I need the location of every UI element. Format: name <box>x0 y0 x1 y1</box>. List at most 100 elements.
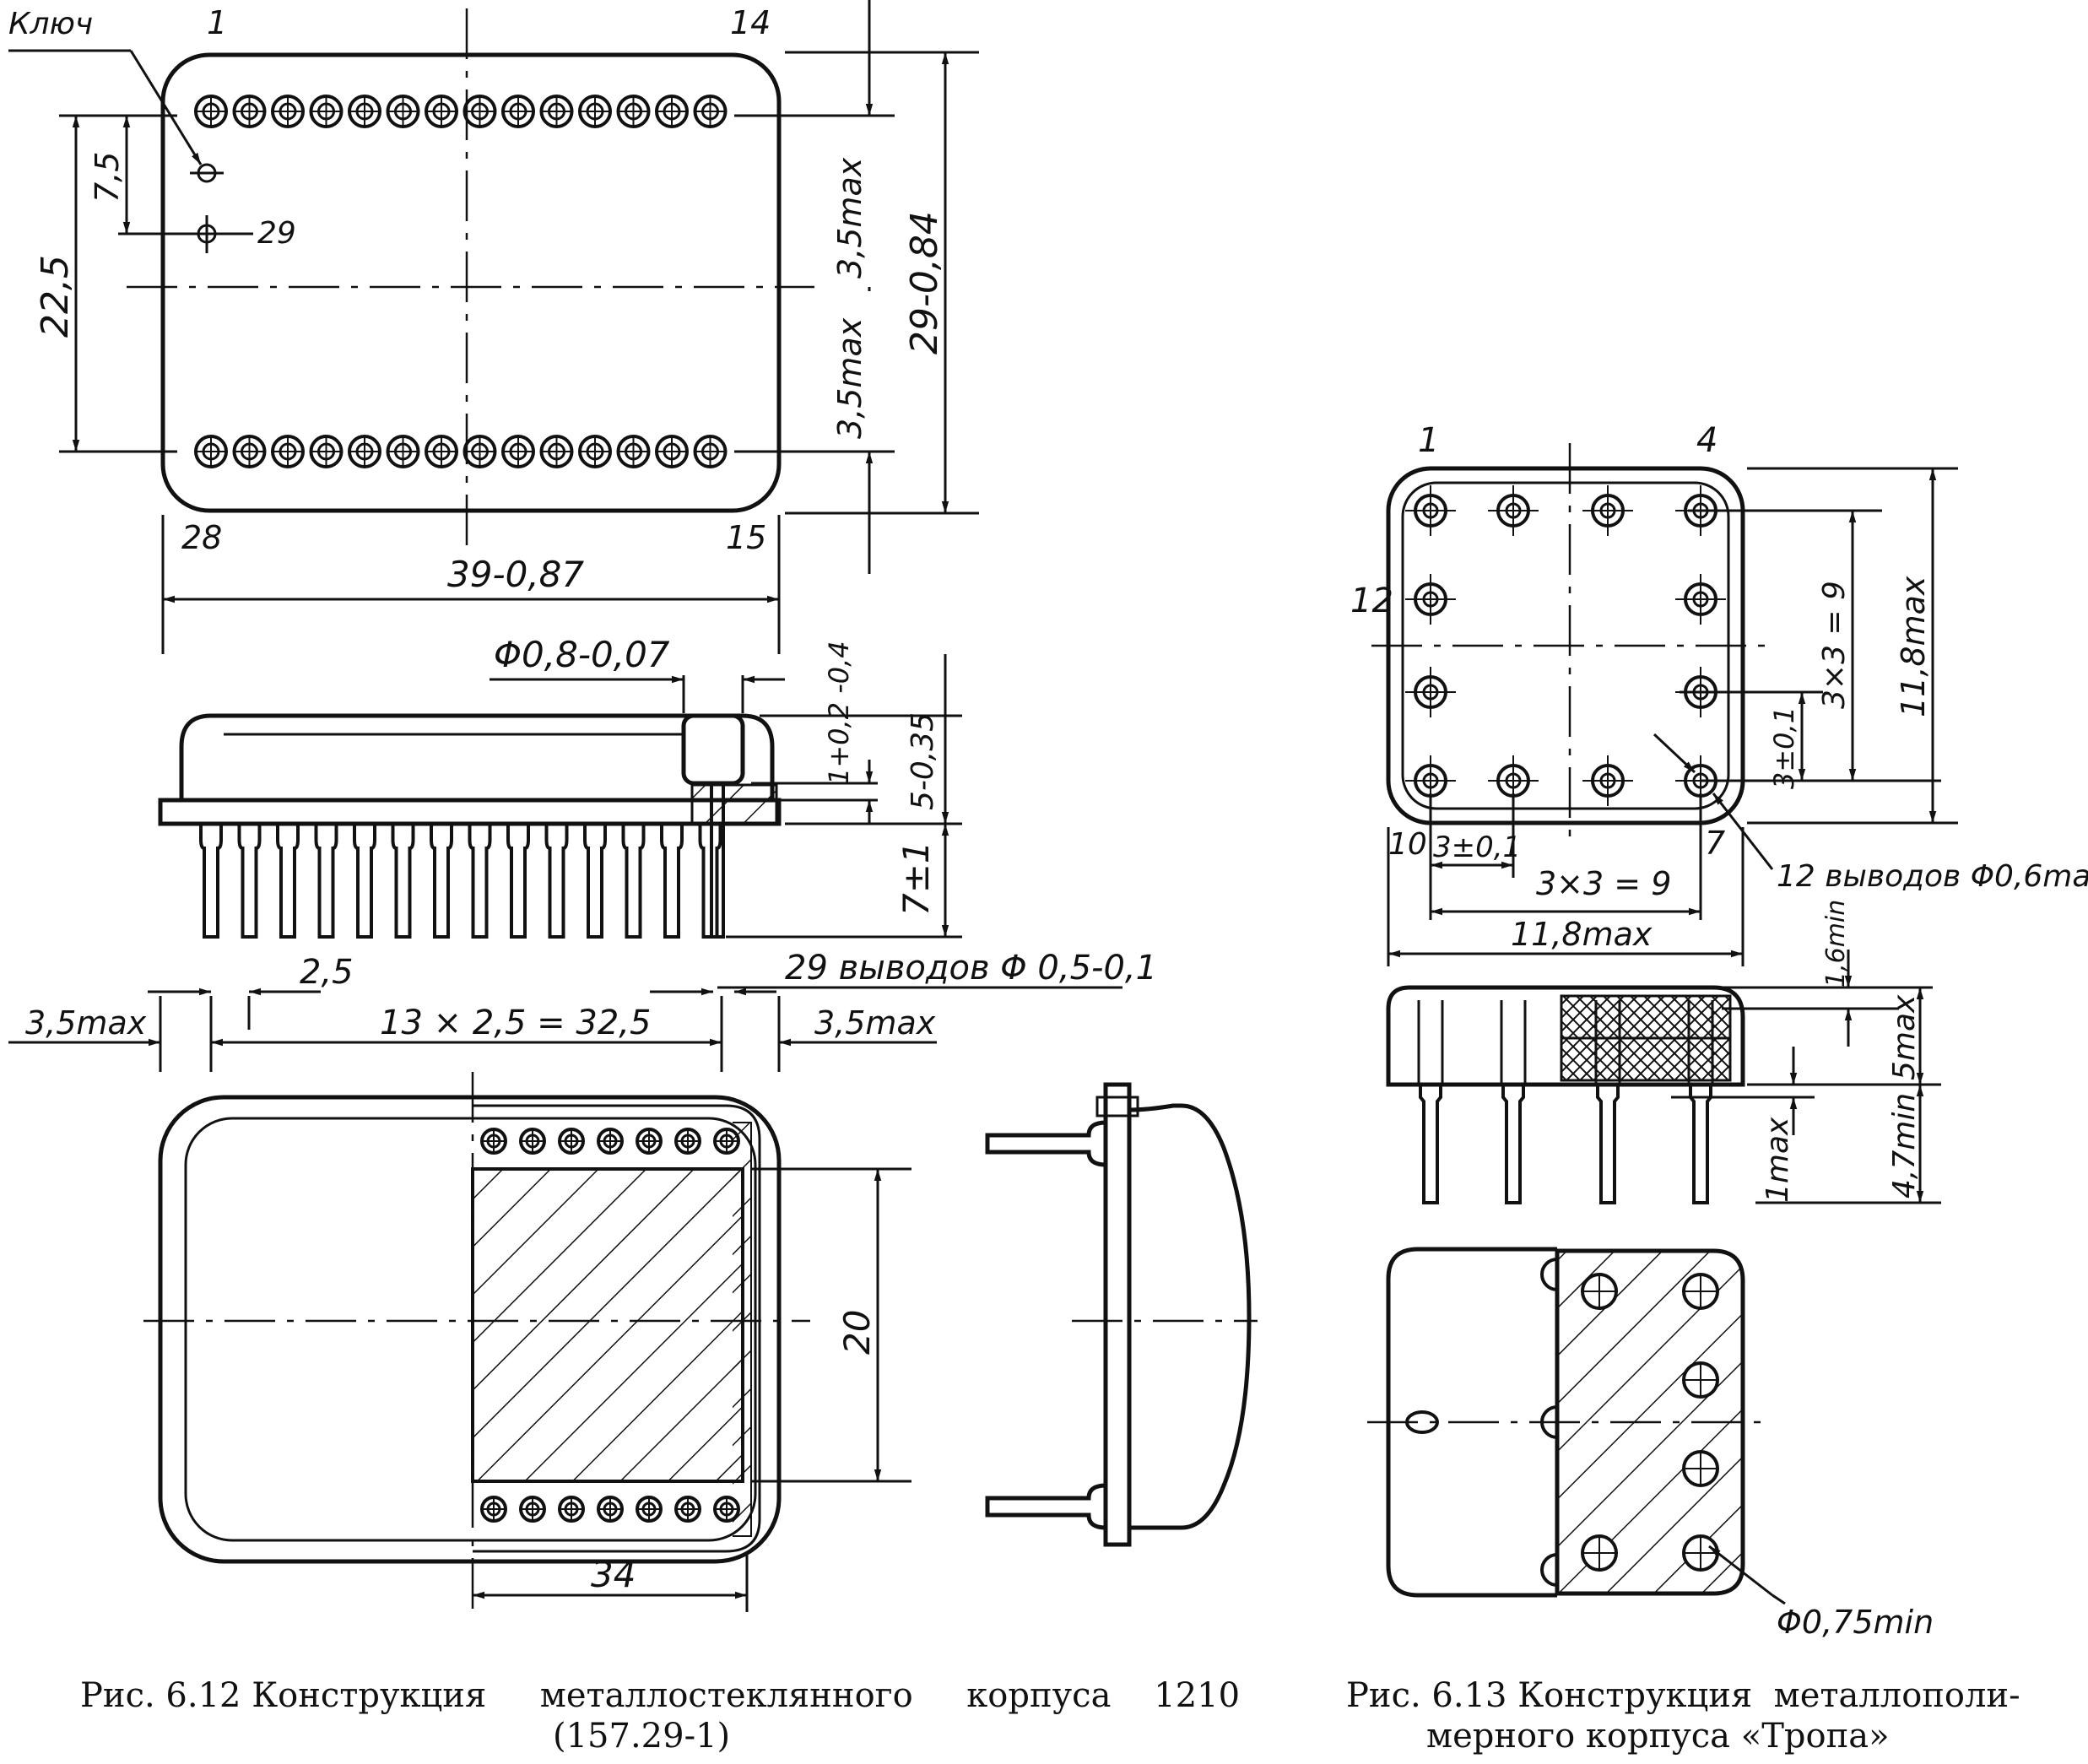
fig12-pin-top <box>386 95 420 128</box>
fig12-section-pin <box>636 1128 663 1155</box>
fig13-section-pin <box>1682 1361 1719 1399</box>
fig13-dim-11-8max-horizontal: 11,8max <box>1511 916 1653 953</box>
fig13-dim-3-vertical: 3±0,1 <box>1768 706 1800 789</box>
fig13-section-pins <box>1405 1258 1719 1587</box>
fig12-section-pin <box>480 1496 507 1523</box>
fig12-dim-7-5: 7,5 <box>89 152 126 203</box>
fig12-top-view: Ключ 1 14 28 15 29 7,5 22,5 3,5max 3,5ma… <box>8 0 979 654</box>
fig12-side-pin <box>660 824 684 939</box>
fig12-pin-top <box>655 95 689 128</box>
fig12-pin-top <box>578 95 612 128</box>
fig12-pin-top <box>501 95 535 128</box>
fig13-pins12-label: 12 выводов Φ0,6max <box>1777 859 2088 894</box>
fig12-pin-bottom <box>655 435 689 468</box>
fig13-section-pin <box>1581 1534 1618 1572</box>
fig12-section-pin <box>713 1496 740 1523</box>
fig13-dim-11-8max-vertical: 11,8max <box>1895 576 1932 717</box>
fig12-dim-3-5max-bottom: 3,5max <box>831 317 868 439</box>
fig12-section-view: 20 34 <box>143 1072 911 1612</box>
fig12-dim-phi08: Φ0,8-0,07 <box>494 634 670 675</box>
fig12-pin15-label: 15 <box>726 519 766 556</box>
fig12-side-pin <box>468 824 492 939</box>
fig13-dim-1-6min: 1,6min <box>1821 900 1851 988</box>
fig12-dim-20: 20 <box>836 1310 878 1355</box>
fig12-section-pin <box>519 1496 546 1523</box>
fig12-dim-3-5max-left: 3,5max <box>25 1004 147 1042</box>
fig12-pin-bottom <box>271 435 305 468</box>
fig13-dim-3x3-vertical: 3×3 = 9 <box>1817 581 1852 709</box>
fig13-caption-line2: мерного корпуса «Тропа» <box>1426 1717 1890 1756</box>
fig13-caption-text: Конструкция металлополи- <box>1517 1676 2020 1715</box>
fig12-section-pin <box>674 1496 701 1523</box>
fig12-dim-34: 34 <box>591 1554 636 1595</box>
fig12-dim-39: 39-0,87 <box>447 554 584 595</box>
fig12-pin-top <box>425 95 458 128</box>
fig12-top-body <box>160 52 782 513</box>
fig13-pin <box>1582 485 1633 536</box>
fig13-pin <box>1675 574 1726 625</box>
fig12-pin-top <box>693 95 728 128</box>
fig13-dim-4-7min: 4,7min <box>1887 1093 1922 1199</box>
fig12-section-pin <box>558 1128 585 1155</box>
fig12-side-pin <box>276 824 300 939</box>
fig12-pin-bottom <box>309 435 343 468</box>
fig13-side-view: 1,6min 5max 1max 4,7min <box>1386 900 1941 1204</box>
fig12-caption-label: Рис. 6.12 <box>80 1676 241 1715</box>
fig13-pin1-label: 1 <box>1418 421 1439 460</box>
fig12-caption: Рис. 6.12 Конструкция металлостеклянного… <box>80 1675 1296 1716</box>
fig12-caption-text: Конструкция металлостеклянного корпуса 1… <box>252 1676 1241 1715</box>
fig12-side-pin <box>583 824 607 939</box>
fig12-side-pin <box>544 824 569 939</box>
fig12-side-view: Φ0,8-0,07 1+0,2 -0,4 5-0,35 7±1 2,5 29 в… <box>8 634 1157 1072</box>
fig12-dim-13x2-5: 13 × 2,5 = 32,5 <box>380 1004 651 1042</box>
fig12-section-pin <box>519 1128 546 1155</box>
fig12-section-pin <box>636 1496 663 1523</box>
fig13-pin7-label: 7 <box>1705 825 1725 862</box>
fig12-side-pins <box>199 782 725 939</box>
fig12-section-hatched-area <box>471 1167 744 1483</box>
fig12-side-lid <box>179 713 775 800</box>
fig13-pins <box>1405 485 1726 806</box>
fig12-dim-29: 29-0,84 <box>903 211 946 354</box>
fig12-section-pin <box>674 1128 701 1155</box>
fig13-dim-1max: 1max <box>1761 1117 1795 1203</box>
fig12-pin-top <box>462 95 497 128</box>
fig12-pin-top <box>348 95 381 128</box>
fig13-pin <box>1405 485 1456 536</box>
fig12-dim-5: 5-0,35 <box>906 712 940 810</box>
fig12-section-pins-top <box>480 1128 740 1155</box>
fig12-section-pin <box>597 1496 624 1523</box>
fig13-side-pin <box>1500 1000 1527 1204</box>
fig12-dim-7: 7±1 <box>895 841 937 916</box>
fig12-pin14-label: 14 <box>730 4 771 41</box>
fig12-pin-bottom <box>578 435 612 468</box>
fig12-section-pins-bottom <box>480 1496 740 1523</box>
fig13-pin <box>1582 755 1633 806</box>
fig13-section-edge-pin <box>1540 1258 1558 1291</box>
fig12-pin-bottom <box>348 435 381 468</box>
fig12-pin-top <box>194 95 228 128</box>
fig13-section-pin <box>1581 1273 1618 1310</box>
fig13-section-pin <box>1682 1534 1719 1572</box>
fig13-pin <box>1405 574 1456 625</box>
fig12-dim-22-5: 22,5 <box>34 255 77 338</box>
fig12-side-pin <box>621 824 646 939</box>
fig13-pin <box>1488 485 1539 536</box>
fig12-dim-1: 1+0,2 -0,4 <box>823 641 855 785</box>
fig13-dim-phi075: Φ0,75min <box>1777 1604 1934 1641</box>
fig12-pin-top <box>616 95 651 128</box>
fig13-section-pin <box>1682 1273 1719 1310</box>
fig12-section-pin <box>597 1128 624 1155</box>
fig12-side-pin <box>237 824 262 939</box>
fig13-side-pin <box>1417 1000 1444 1204</box>
fig12-side-pin29 <box>710 782 725 939</box>
fig12-pin-bottom <box>425 435 458 468</box>
fig12-key-label: Ключ <box>8 7 93 41</box>
fig12-pin-top <box>232 95 267 128</box>
fig12-pin-bottom <box>194 435 228 468</box>
fig13-dim-5max: 5max <box>1887 994 1922 1080</box>
fig13-pin10-label: 10 <box>1388 827 1427 862</box>
fig12-top-pin-row <box>194 95 728 128</box>
fig13-pin4-label: 4 <box>1696 421 1717 460</box>
